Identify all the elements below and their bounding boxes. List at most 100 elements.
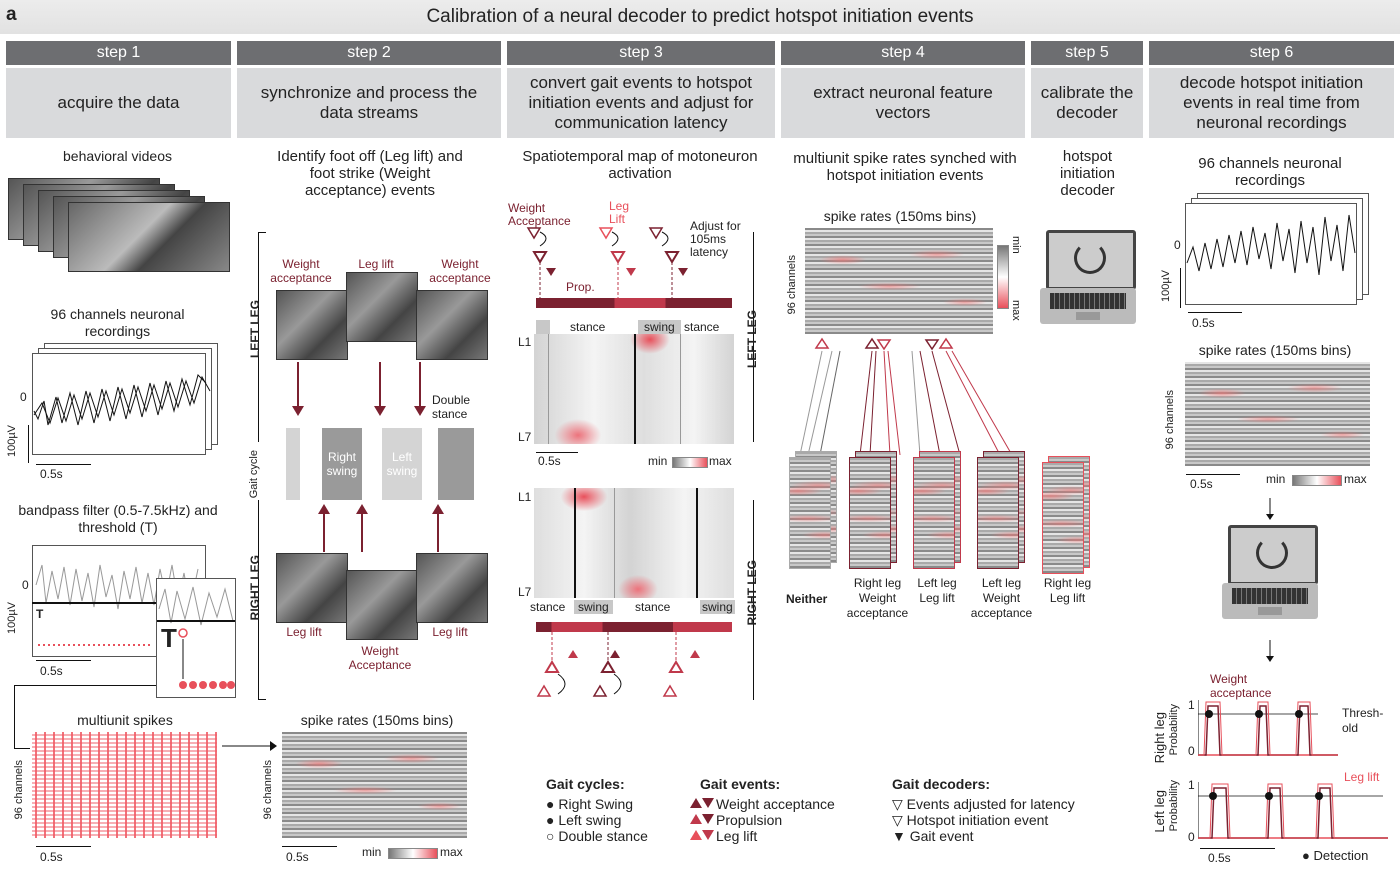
step-3-desc: convert gait events to hotspot initiatio… (507, 68, 775, 138)
bandpass-zero: 0 (22, 578, 29, 592)
right-leg-bracket (258, 500, 259, 700)
c6-laptop-icon (1222, 525, 1318, 621)
c4-title: multiunit spike rates synched with hotsp… (793, 150, 1017, 184)
c6-right-leg-plot (1198, 700, 1338, 756)
map-title: Spatiotemporal map of motoneuron activat… (522, 148, 758, 182)
colorbar-min: min (362, 845, 382, 859)
behavioral-video-frames (8, 178, 233, 273)
c6-prob-1: Probability (1168, 704, 1180, 756)
c6-prob-2: Probability (1168, 780, 1180, 832)
c6-hm-scale-bar (1186, 474, 1240, 475)
right-leg-arrows (318, 504, 444, 552)
panel-letter: a (6, 4, 17, 25)
class-neither: Neither (786, 592, 828, 606)
spike-rates-scale-t: 0.5s (286, 850, 309, 864)
legend-left-swing: ● Left swing (546, 812, 622, 828)
c4-feature-stack-5 (1040, 450, 1090, 574)
step-3-header: step 3 (507, 41, 775, 65)
c3-colorbar (672, 457, 708, 468)
multiunit-raster (32, 732, 217, 838)
wa-label-3: Weight Acceptance (348, 644, 412, 672)
c6-scale-t: 0.5s (1192, 316, 1215, 330)
c3-right-heatmap (534, 488, 734, 598)
c3-swing-2: swing (574, 600, 613, 614)
legend-gait-cycles-header: Gait cycles: (546, 776, 625, 792)
c6-zero: 0 (1174, 238, 1181, 252)
c3-left-bracket (753, 232, 754, 442)
c6-colorbar (1292, 475, 1342, 486)
legend-propulsion: Propulsion (716, 812, 783, 828)
step-2-desc: synchronize and process the data streams (237, 68, 501, 138)
wa-label-1: Weight acceptance (270, 257, 332, 285)
wa-label-2: Weight acceptance (429, 257, 491, 285)
c3-stance-1: stance (570, 320, 606, 334)
step-6-header: step 6 (1149, 41, 1394, 65)
gait-cycle-label: Gait cycle (248, 450, 260, 499)
left-leg-arrows (292, 362, 426, 416)
c6-spike-rates: spike rates (150ms bins) (1198, 342, 1352, 358)
c6-recording-trace (1185, 193, 1370, 308)
photo-left-1 (276, 290, 348, 360)
c5-title: hotspot initiation decoder (1059, 148, 1116, 199)
c6-arrow-1 (1266, 498, 1274, 520)
ll-label-2: Leg lift (286, 625, 322, 639)
scale-t-bar (36, 464, 91, 465)
c6-threshold: Thresh- old (1342, 706, 1384, 735)
c6-wa-label: Weight acceptance (1210, 672, 1272, 700)
c3-top-event-bar (536, 298, 732, 308)
gait-bar-4 (438, 428, 474, 500)
c3-scale-t: 0.5s (538, 454, 561, 468)
class-ll-wa: Left leg Weight acceptance (970, 576, 1033, 620)
class-ll-ll: Left leg Leg lift (917, 576, 957, 605)
c3-L1-a: L1 (518, 335, 532, 349)
legend-adjusted-events: ▽ Events adjusted for latency (892, 796, 1075, 812)
c6-recordings: 96 channels neuronal recordings (1198, 155, 1342, 189)
right-leg-bracket-bottom (258, 699, 266, 700)
colorbar-max: max (440, 845, 463, 859)
c4-event-lines (799, 337, 1013, 456)
c6-left-leg-plot (1198, 782, 1388, 839)
c4-colorbar (997, 245, 1009, 309)
c6-scale-t-bar (1188, 312, 1242, 313)
c3-right-leg-label: RIGHT LEG (745, 560, 759, 626)
decoder-laptop-icon (1040, 230, 1136, 326)
c3-stance-3: stance (530, 600, 566, 614)
c6-plot-scale-t: 0.5s (1208, 851, 1231, 865)
right-leg-label: RIGHT LEG (248, 555, 262, 621)
gait-bar-1 (286, 428, 300, 500)
photo-right-2 (346, 570, 418, 640)
bandpass-scale-t-bar (36, 660, 91, 661)
zero-label: 0 (20, 390, 27, 404)
legend-leg-lift: Leg lift (716, 828, 758, 844)
c3-max: max (709, 454, 732, 468)
c6-leglift-label: Leg lift (1344, 770, 1380, 784)
step-5-header: step 5 (1031, 41, 1143, 65)
c6-max: max (1344, 472, 1367, 486)
scale-v-label: 100µV (6, 425, 18, 458)
c6-right-leg: Right leg (1152, 712, 1167, 764)
c4-heatmap (805, 228, 993, 334)
c6-zero-2: 0 (1188, 830, 1195, 844)
step-4-header: step 4 (781, 41, 1025, 65)
c4-max: max (1010, 300, 1022, 321)
neuronal-recording-trace (32, 343, 222, 465)
c3-bottom-event-bar (536, 622, 732, 632)
figure-title: Calibration of a neural decoder to predi… (426, 6, 974, 27)
colorbar (388, 848, 438, 859)
connector-line (14, 685, 156, 686)
c6-channels: 96 channels (1164, 390, 1176, 450)
c3-swing-3: swing (700, 600, 735, 614)
photo-right-1 (276, 553, 348, 623)
threshold-zoom-inset: T (156, 578, 236, 698)
step-5-desc: calibrate the decoder (1031, 68, 1143, 138)
c3-L7-a: L7 (518, 430, 532, 444)
double-stance-label: Double stance (432, 393, 471, 421)
class-rl-ll: Right leg Leg lift (1043, 576, 1092, 605)
legend-right-swing: ● Right Swing (546, 796, 634, 812)
c4-spike-rates-label: spike rates (150ms bins) (823, 208, 977, 224)
connector-line-v (14, 685, 15, 748)
c3-stance-marker (536, 320, 550, 334)
raster-scale-t: 0.5s (40, 850, 63, 864)
legend-gait-events-header: Gait events: (700, 776, 781, 792)
bandpass-scale-t: 0.5s (40, 664, 63, 678)
